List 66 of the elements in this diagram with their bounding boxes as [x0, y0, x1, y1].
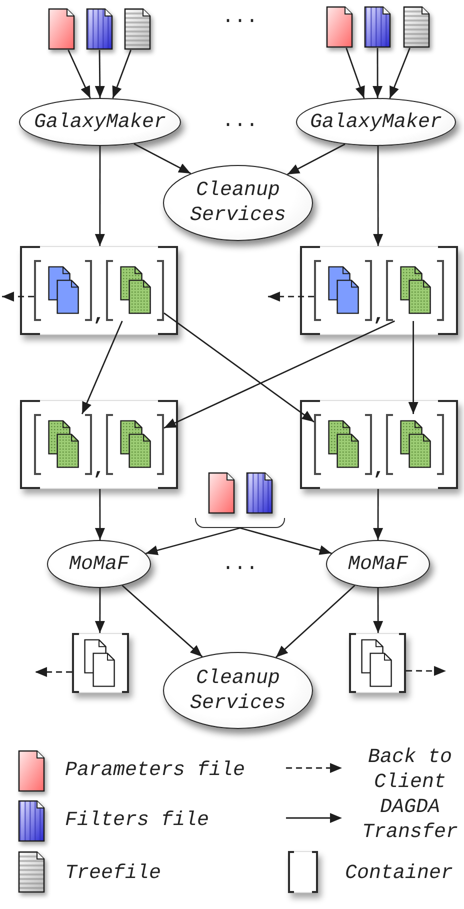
dashed-arrow [35, 667, 72, 677]
arrow [94, 489, 105, 540]
ellipsis-label: ... [222, 555, 258, 575]
comma-separator: , [373, 308, 385, 324]
arrow [373, 489, 384, 540]
comma-separator: , [93, 462, 105, 478]
legend-label: Filters file [65, 808, 210, 833]
container-frame [72, 633, 129, 693]
arrow [164, 320, 395, 429]
node-label: GalaxyMaker [310, 110, 442, 134]
striped-document-icon [246, 472, 273, 514]
container-frame [300, 400, 458, 489]
arrow [276, 584, 356, 658]
striped-document-icon [364, 6, 391, 48]
arrow [94, 146, 105, 246]
ellipsis-label: ... [222, 112, 258, 132]
container-frame [20, 400, 178, 489]
container-frame [20, 246, 178, 335]
striped-document-icon [86, 8, 113, 50]
node-label: MoMaF [348, 552, 408, 576]
container-frame [300, 246, 458, 335]
arrow [146, 527, 240, 556]
document-icon [326, 6, 353, 48]
process-ellipse [19, 98, 181, 146]
node-label: MoMaF [68, 552, 129, 576]
legend-label: Treefile [65, 861, 162, 886]
process-ellipse [163, 165, 313, 241]
arrow [346, 48, 365, 99]
arrow [373, 588, 384, 633]
lined-document-icon [403, 6, 430, 48]
ellipsis-label: ... [222, 8, 258, 28]
arrow [68, 50, 91, 98]
legend-label: Back to Client [366, 745, 453, 795]
node-label: Cleanup Services [188, 178, 287, 228]
process-ellipse [47, 540, 151, 588]
arrow [122, 584, 203, 658]
lined-document-icon [124, 8, 151, 50]
process-ellipse [163, 652, 313, 729]
arrow [373, 146, 384, 246]
arrow [287, 143, 346, 176]
arrow [408, 321, 418, 414]
arrow [134, 143, 192, 174]
node-label: Cleanup Services [188, 666, 287, 716]
dashed-arrow [268, 292, 314, 302]
container-frame [349, 633, 406, 693]
arrow [164, 312, 314, 422]
node-label: GalaxyMaker [34, 110, 166, 134]
dashed-arrow [406, 666, 446, 676]
document-icon [48, 8, 75, 50]
comma-separator: , [93, 308, 105, 324]
arrow [372, 48, 383, 98]
dashed-arrow [2, 292, 34, 302]
arrow [81, 320, 123, 414]
process-ellipse [326, 540, 430, 588]
legend-label: Parameters file [65, 758, 246, 783]
legend-label: Container [345, 861, 454, 886]
arrow [389, 48, 410, 99]
process-ellipse [296, 98, 456, 146]
arrow [112, 50, 132, 99]
braced-file-group [195, 470, 285, 528]
arrow [240, 527, 332, 555]
arrow [94, 50, 105, 98]
legend-label: DAGDA Transfer [360, 795, 459, 845]
document-icon [208, 472, 235, 514]
arrow [94, 588, 105, 633]
comma-separator: , [373, 462, 385, 478]
